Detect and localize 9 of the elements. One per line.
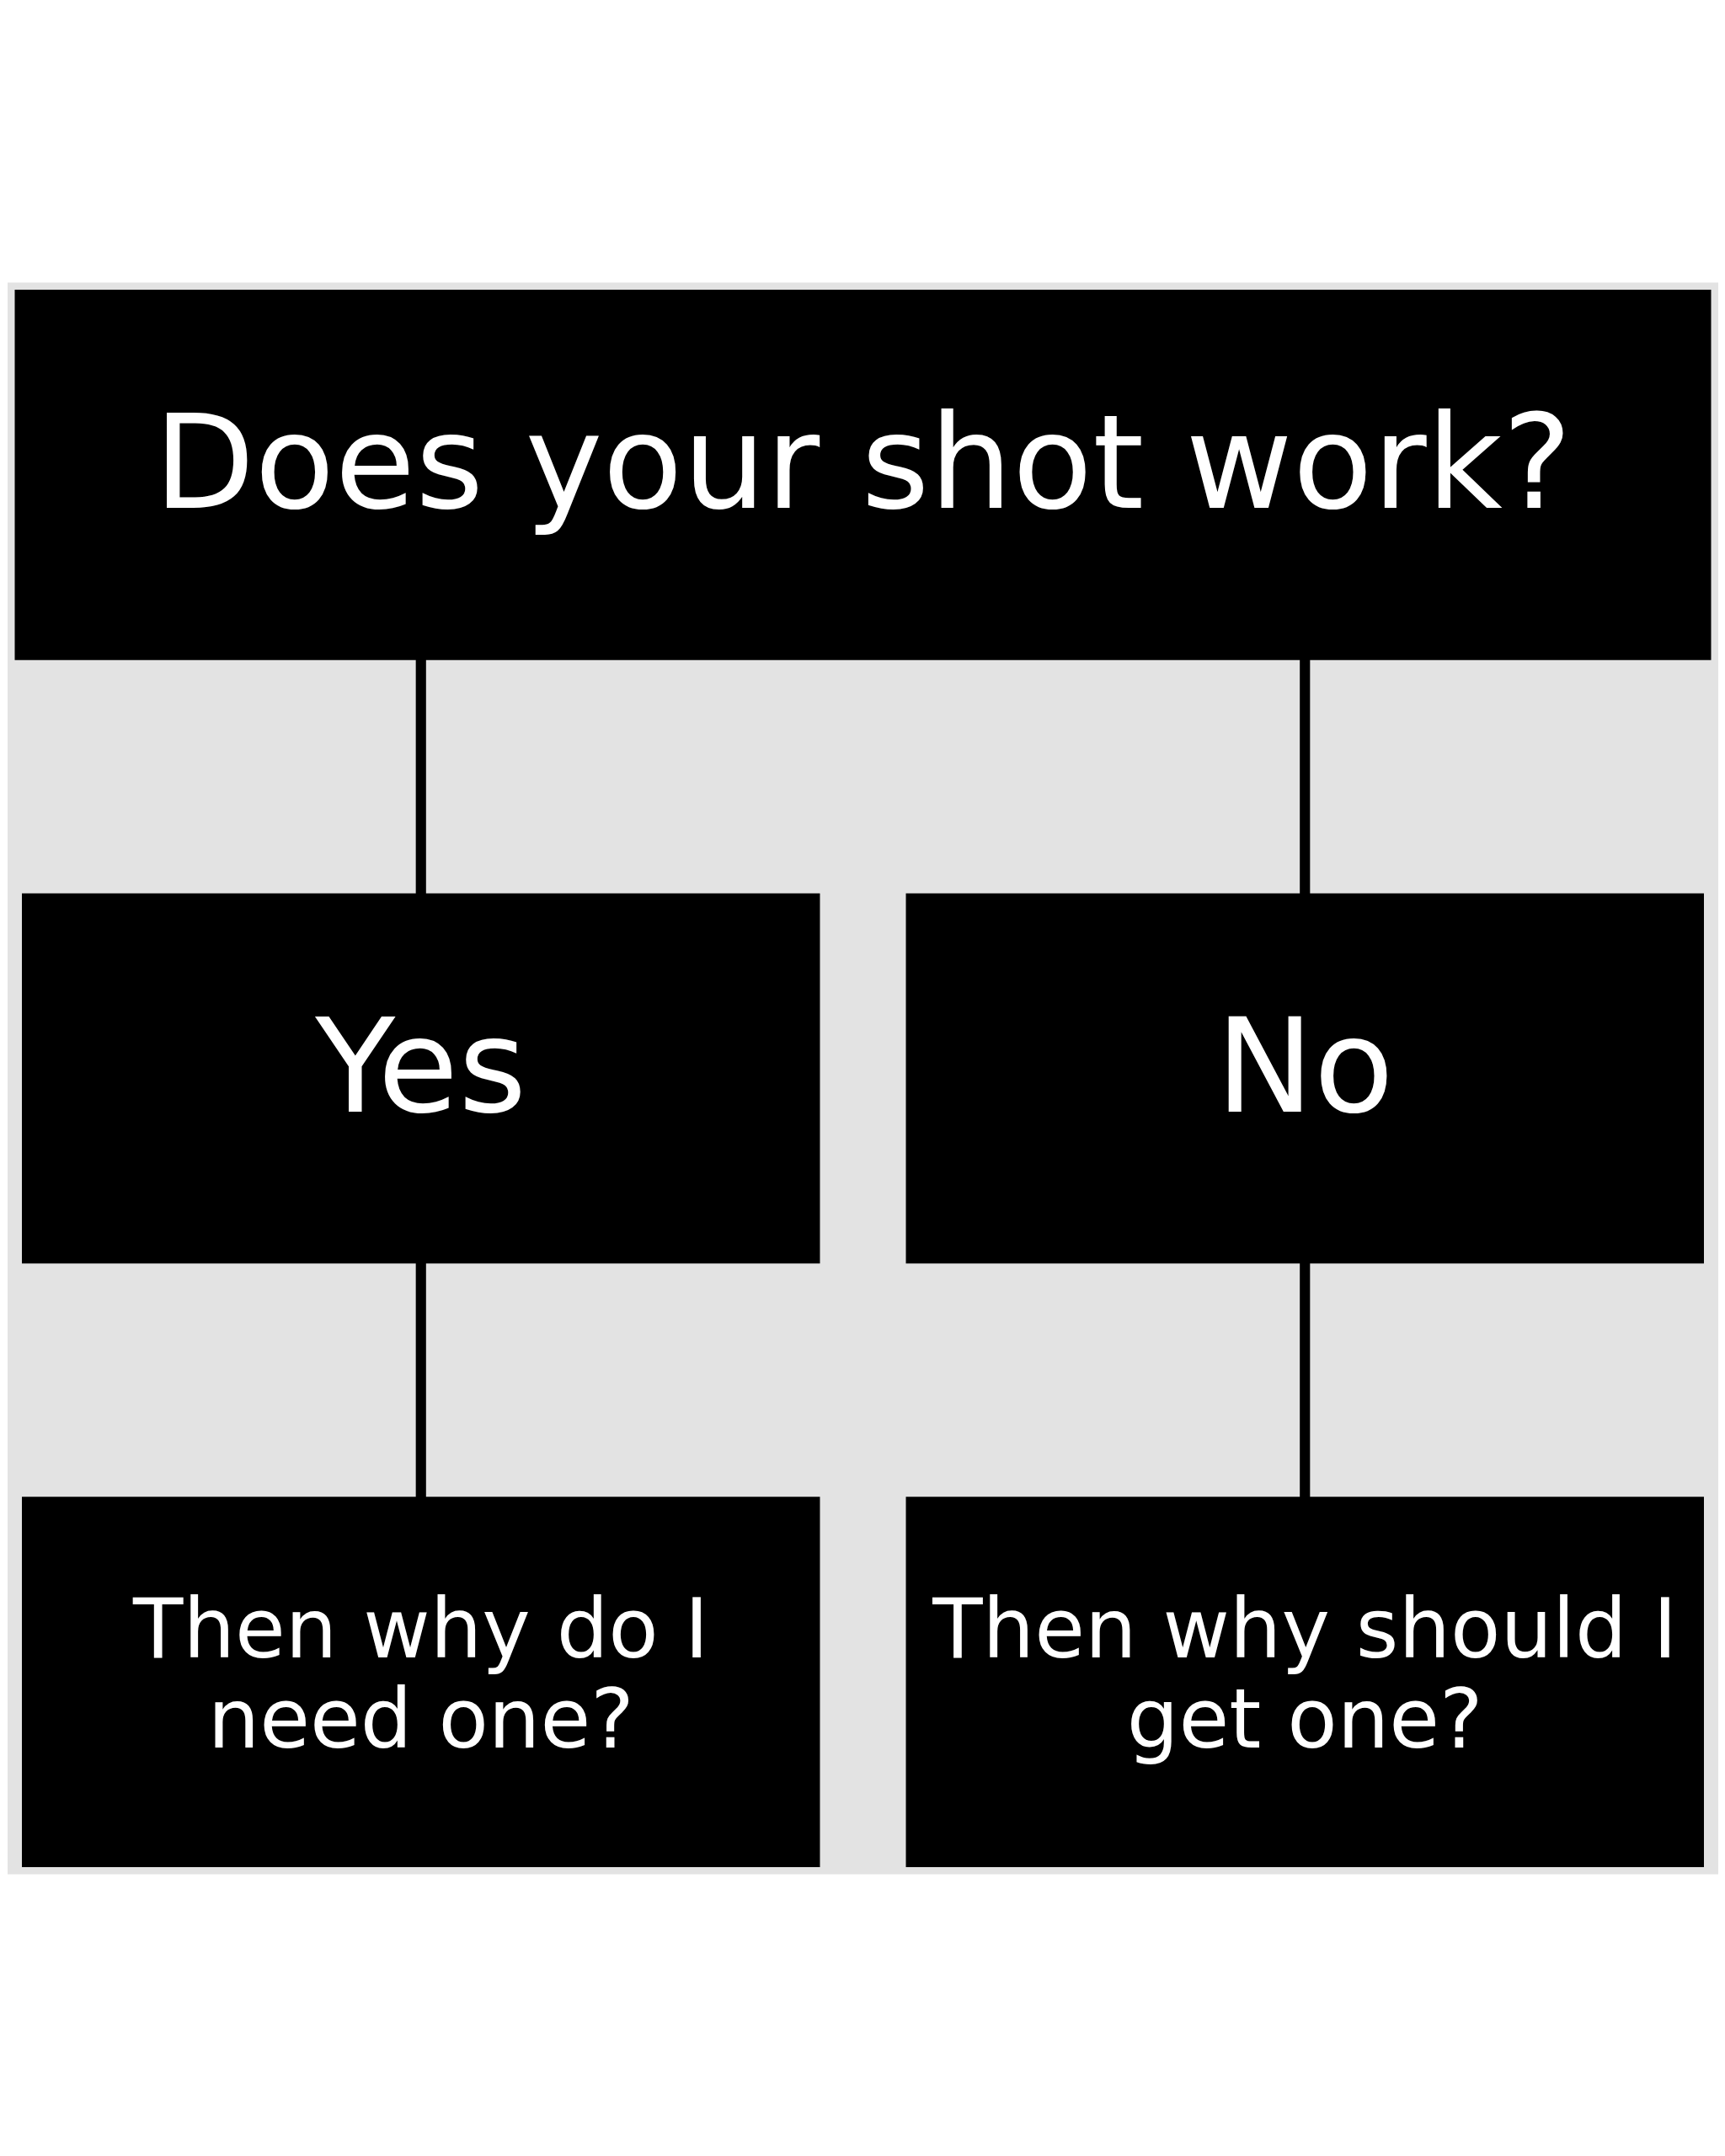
node-box: No — [905, 893, 1704, 1263]
connector — [1299, 659, 1310, 894]
connector — [415, 1262, 426, 1497]
node-box: Then why should I get one? — [905, 1496, 1704, 1867]
node-box: Then why do I need one? — [21, 1496, 820, 1867]
connector — [415, 659, 426, 894]
connector — [1299, 1262, 1310, 1497]
node-box: Yes — [21, 893, 820, 1263]
node-box: Does your shot work? — [14, 289, 1711, 660]
